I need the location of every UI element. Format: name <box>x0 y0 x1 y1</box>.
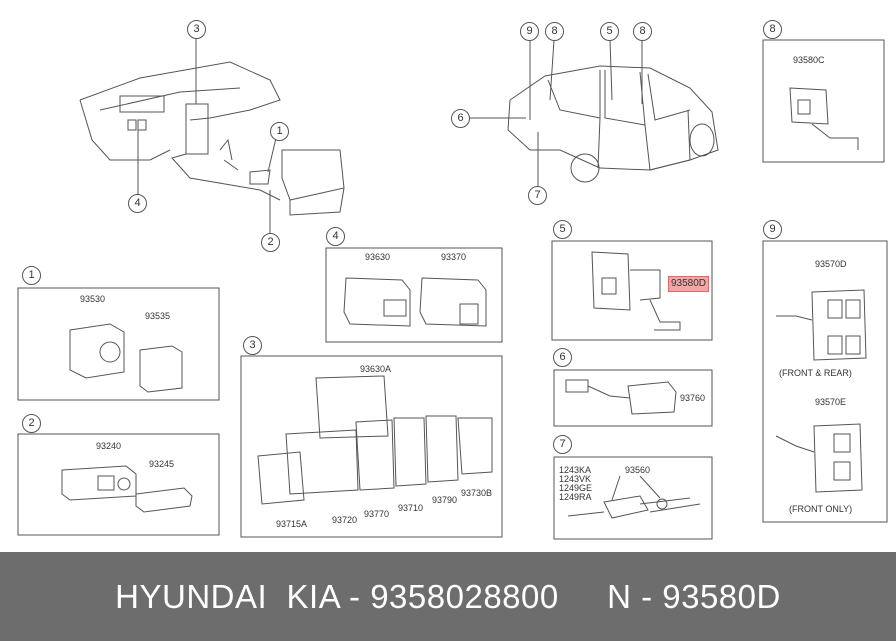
diagram-drawing <box>17 36 888 540</box>
label-93560: 93560 <box>625 465 651 475</box>
note-front-only: (FRONT ONLY) <box>789 504 853 514</box>
panel-1-number: 1 <box>22 266 41 285</box>
switch-93570E-drawing <box>775 423 863 493</box>
panel-4-number: 4 <box>326 227 345 246</box>
switch-93245-drawing <box>135 487 193 513</box>
panel-5 <box>551 240 713 341</box>
switch-93535-drawing <box>139 345 183 393</box>
panel-5-number: 5 <box>553 220 572 239</box>
parts-diagram: 3 1 4 2 9 8 5 8 6 7 1 2 4 3 5 6 7 8 9 93… <box>17 20 888 540</box>
label-93535: 93535 <box>145 311 171 321</box>
label-93730B: 93730B <box>461 488 493 498</box>
callout-8-car-rear: 8 <box>633 22 652 41</box>
label-93790: 93790 <box>432 495 458 505</box>
label-93770: 93770 <box>364 509 390 519</box>
panel-3-number: 3 <box>243 336 262 355</box>
panel-1 <box>17 287 220 401</box>
label-1243VK: 1243VK <box>559 474 592 484</box>
callout-2-top: 2 <box>261 233 280 252</box>
label-1249GE: 1249GE <box>559 483 593 493</box>
panel-8 <box>762 39 885 163</box>
label-93245: 93245 <box>149 459 175 469</box>
callout-5-car: 5 <box>600 22 619 41</box>
panel-2 <box>17 433 220 536</box>
switch-93560-drawing <box>567 475 701 519</box>
label-93715A: 93715A <box>276 519 308 529</box>
panel-8-number: 8 <box>763 20 782 39</box>
callout-8-car-front: 8 <box>545 22 564 41</box>
switch-93530-drawing <box>69 323 125 379</box>
footer-text: HYUNDAI KIA - 9358028800 N - 93580D <box>115 577 781 615</box>
panel-2-number: 2 <box>22 414 41 433</box>
label-93240: 93240 <box>96 441 122 451</box>
panel-3 <box>240 355 503 538</box>
switch-93630-drawing <box>343 277 411 327</box>
label-93530: 93530 <box>80 294 106 304</box>
panel-9 <box>762 240 888 523</box>
switch-93760-drawing <box>565 379 677 415</box>
label-93570E: 93570E <box>815 397 847 407</box>
dashboard-illustration <box>79 36 345 236</box>
car-illustration <box>470 39 719 186</box>
label-1243KA: 1243KA <box>559 465 592 475</box>
callout-7-car: 7 <box>528 186 547 205</box>
label-93630A: 93630A <box>360 364 392 374</box>
switch-93580C-drawing <box>789 87 859 150</box>
label-1249RA: 1249RA <box>559 492 592 502</box>
label-93760: 93760 <box>680 393 706 403</box>
label-93710: 93710 <box>398 503 424 513</box>
panel-7 <box>553 456 713 540</box>
label-93570D: 93570D <box>815 259 847 269</box>
switch-93580D-drawing <box>591 251 681 331</box>
note-front-rear: (FRONT & REAR) <box>779 368 852 378</box>
callout-3-top: 3 <box>187 20 206 39</box>
label-93370: 93370 <box>441 252 467 262</box>
panel-6-number: 6 <box>553 348 572 367</box>
panel-7-number: 7 <box>553 435 572 454</box>
switch-bank-drawing <box>257 375 493 505</box>
callout-9-car: 9 <box>520 22 539 41</box>
switch-93370-drawing <box>419 277 487 327</box>
label-93720: 93720 <box>332 515 358 525</box>
switch-93570D-drawing <box>776 289 867 361</box>
panel-9-number: 9 <box>763 220 782 239</box>
footer-banner: HYUNDAI KIA - 9358028800 N - 93580D <box>0 552 896 641</box>
callout-1-top: 1 <box>270 122 289 141</box>
panel-4 <box>325 247 503 343</box>
callout-4-top: 4 <box>128 194 147 213</box>
label-93580D-highlighted: 93580D <box>668 276 710 292</box>
callout-6-car: 6 <box>451 109 470 128</box>
switch-93240-drawing <box>61 465 137 501</box>
panel-6 <box>553 369 713 427</box>
label-93630: 93630 <box>365 252 391 262</box>
label-93580C: 93580C <box>793 55 825 65</box>
